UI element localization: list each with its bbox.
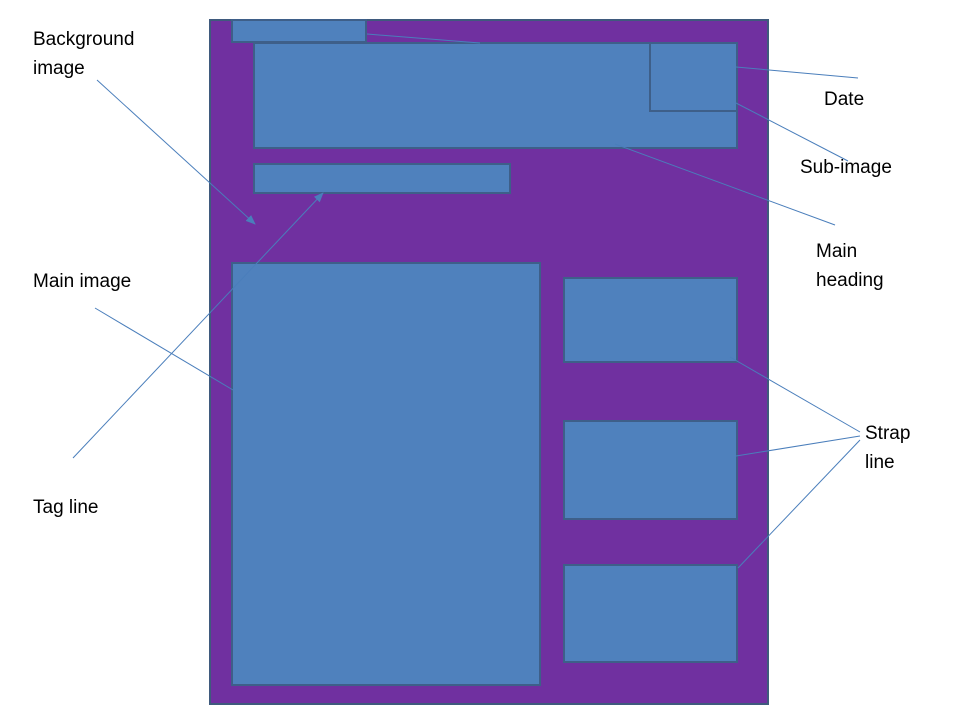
label-strap-line: Strap line [865,423,911,473]
label-background-image: Background image [33,29,135,79]
label-date: Date [824,89,865,110]
date-box [231,19,367,43]
main-image-box [231,262,541,686]
tag-line-box [253,163,511,194]
strap-line-box-2 [563,420,738,520]
label-main-heading: Main heading [816,241,884,291]
sub-image-box [649,42,738,112]
strap-line-box-1 [563,277,738,363]
label-sub-image: Sub-image [800,157,892,178]
strap-line-box-3 [563,564,738,663]
label-main-image: Main image [33,271,132,292]
label-tag-line: Tag line [33,497,99,518]
